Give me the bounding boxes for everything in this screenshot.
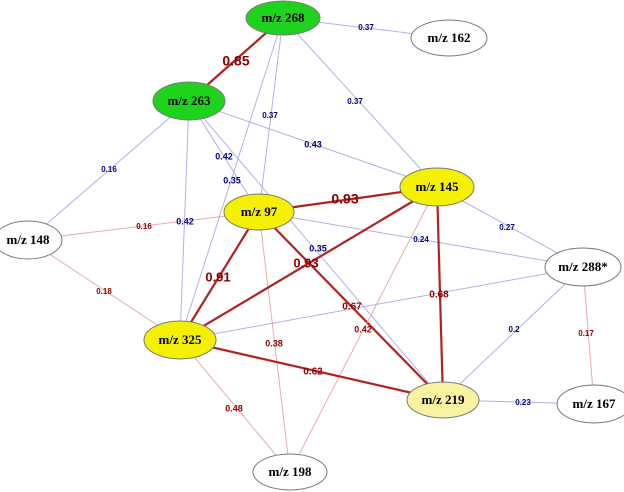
edge-label-n145-n288: 0.27 [499,223,515,232]
node-label-n162: m/z 162 [428,30,471,45]
node-n325[interactable]: m/z 325 [143,320,217,360]
edge-label-n263-n97: 0.42 [215,151,233,161]
node-ellipse-n219 [406,381,480,419]
edge-label-n325-n288: 0.24 [413,235,429,244]
edge-n97-n198 [258,211,291,473]
edge-n268-n325 [179,17,284,341]
node-n145[interactable]: m/z 145 [399,167,475,207]
edge-label-n268-n162: 0.37 [358,23,374,32]
edge-n97-n288 [258,211,584,268]
node-ellipse-n263 [152,81,226,121]
edge-n325-n288 [179,266,584,341]
edge-label-n97-n145: 0.93 [331,191,358,207]
edge-n263-n219 [188,100,444,401]
node-label-n145: m/z 145 [416,179,459,194]
node-label-n148: m/z 148 [7,232,50,247]
node-label-n167: m/z 167 [573,396,616,411]
edge-label-n325-n219: 0.62 [303,367,323,378]
node-n167[interactable]: m/z 167 [556,384,624,424]
node-n97[interactable]: m/z 97 [223,193,295,231]
edge-n263-n148 [27,100,190,241]
edge-label-n263-n148: 0.16 [101,165,117,174]
node-label-n97: m/z 97 [241,204,278,219]
node-ellipse-n268 [245,0,321,36]
edge-label-n263-n219: 0.35 [223,175,241,185]
node-label-n288: m/z 288* [558,259,607,274]
edge-n268-n145 [282,17,438,188]
node-ellipse-n97 [223,193,295,231]
edge-n145-n219 [435,186,445,401]
edge-label-n268-n263: 0.85 [222,53,249,69]
node-ellipse-n325 [143,320,217,360]
node-n288[interactable]: m/z 288* [544,247,622,287]
node-ellipse-n167 [556,384,624,424]
edge-n325-n198 [179,339,291,473]
edge-label-n219-n167: 0.23 [515,398,531,407]
edge-label-n288-n167: 0.17 [578,329,594,338]
edge-label-n263-n145: 0.43 [304,139,322,149]
edge-n263-n145 [188,100,438,188]
edge-n268-n97 [258,17,284,213]
node-label-n263: m/z 263 [168,93,211,108]
edge-label-n288-n219: 0.2 [508,325,520,334]
edge-label-n97-n148: 0.16 [136,222,152,231]
edge-label-n97-n198: 0.38 [265,338,283,348]
edge-n325-n219 [179,338,444,402]
edge-label-n263-n325: 0.42 [176,216,194,226]
node-label-n198: m/z 198 [269,464,312,479]
node-n219[interactable]: m/z 219 [406,381,480,419]
node-ellipse-n198 [252,453,328,491]
edge-label-n148-n325: 0.18 [96,287,112,296]
node-n148[interactable]: m/z 148 [0,220,63,260]
node-ellipse-n148 [0,220,63,260]
edge-label-n97-n325: 0.91 [205,269,230,284]
node-n268[interactable]: m/z 268 [245,0,321,36]
edge-label-n97-n288: 0.35 [309,243,327,253]
edge-n97-n148 [27,211,260,241]
edge-label-n97-n219: 0.67 [342,302,362,313]
edge-n97-n219 [258,211,444,401]
edge-n263-n325 [179,100,190,341]
node-n198[interactable]: m/z 198 [252,453,328,491]
edge-n97-n325 [179,211,260,341]
edge-label-n325-n198: 0.48 [225,403,243,413]
edge-n288-n219 [442,266,584,401]
node-label-n325: m/z 325 [159,332,202,347]
edge-n148-n325 [27,239,181,341]
node-n263[interactable]: m/z 263 [152,81,226,121]
edge-n145-n198 [289,186,438,473]
edge-label-n145-n198: 0.42 [354,324,372,334]
edge-label-n145-n325: 0.93 [293,255,318,270]
edge-label-n268-n97: 0.37 [262,111,278,120]
node-ellipse-n162 [410,19,488,57]
edge-labels-layer: 0.85 0.37 0.37 0.37 0.43 0.42 0.16 0.42 0.35 0.93… [96,23,594,413]
node-label-n268: m/z 268 [262,10,305,25]
node-ellipse-n145 [399,167,475,207]
edge-label-n145-n219: 0.68 [429,290,449,301]
node-label-n219: m/z 219 [422,392,465,407]
node-ellipse-n288 [544,247,622,287]
node-n162[interactable]: m/z 162 [410,19,488,57]
edge-n145-n325 [179,186,438,341]
edge-label-n268-n145: 0.37 [347,97,363,106]
edge-n288-n167 [582,266,595,405]
